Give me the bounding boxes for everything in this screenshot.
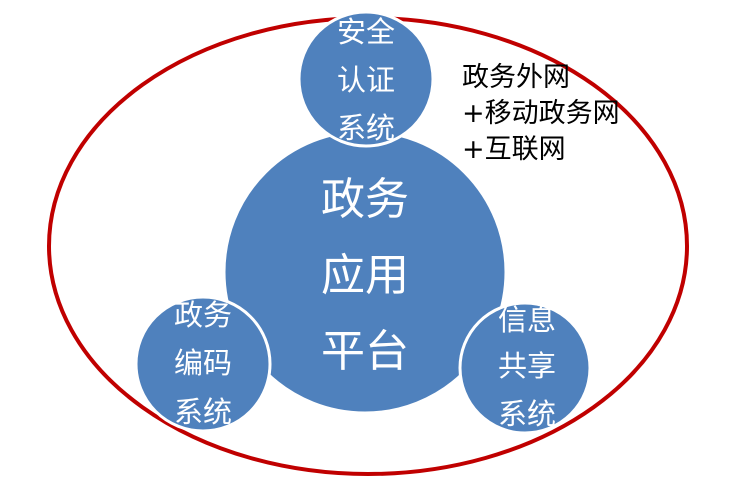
right-sharing-circle bbox=[458, 301, 592, 435]
left-coding-circle bbox=[134, 295, 272, 433]
center-label-line: 政务 bbox=[321, 174, 409, 225]
top-label-line: 认证 bbox=[337, 63, 395, 97]
network-note-line: +互联网 bbox=[462, 134, 566, 165]
network-note-line: 政务外网 bbox=[462, 62, 570, 93]
network-note-line: +移动政务网 bbox=[462, 98, 620, 129]
top-security-circle bbox=[297, 10, 435, 148]
left-label-line: 政务 bbox=[174, 298, 232, 332]
center-label-line: 平台 bbox=[321, 326, 409, 377]
network-note: 政务外网 +移动政务网 +互联网 bbox=[462, 60, 620, 168]
top-label-line: 系统 bbox=[337, 111, 395, 145]
left-label-line: 系统 bbox=[174, 395, 232, 429]
right-label-line: 共享 bbox=[498, 349, 556, 383]
top-label-line: 安全 bbox=[337, 15, 395, 49]
center-label-line: 应用 bbox=[321, 250, 409, 301]
left-label-line: 编码 bbox=[174, 346, 232, 380]
right-label-line: 系统 bbox=[498, 397, 556, 431]
right-label-line: 信息 bbox=[498, 303, 556, 337]
